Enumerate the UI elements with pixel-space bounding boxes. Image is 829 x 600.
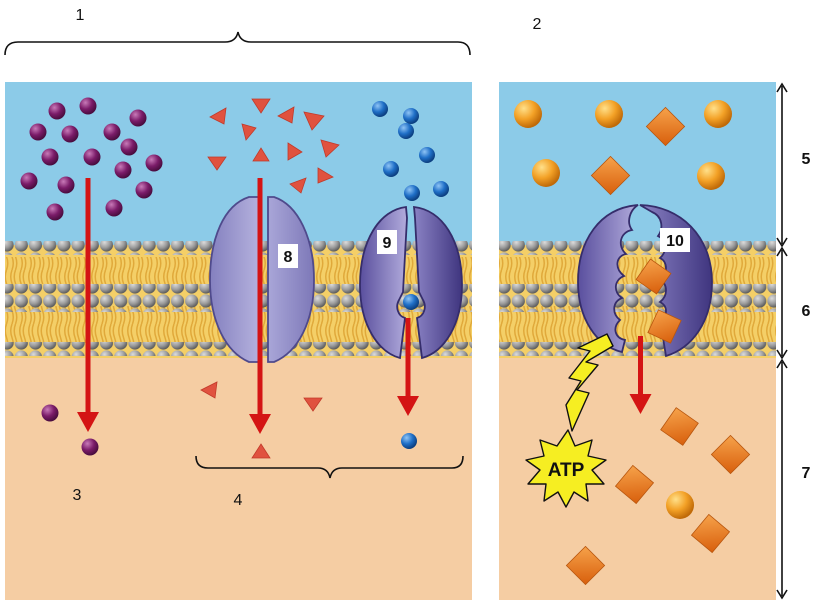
atp-burst-icon [525, 429, 607, 508]
label-10: 10 [666, 233, 684, 250]
orange-squares [565, 106, 751, 586]
label-10-box [660, 228, 690, 252]
label-4: 4 [234, 492, 243, 509]
blue-particles [372, 101, 449, 449]
label-8: 8 [284, 249, 293, 266]
label-2: 2 [533, 16, 542, 33]
lipid-bilayer-right [499, 241, 776, 358]
label-5: 5 [802, 151, 811, 168]
region-scale-arrows [776, 82, 788, 600]
label-9-box [377, 230, 397, 254]
cytoplasm-left [5, 358, 472, 600]
simple-diffusion-arrow [77, 178, 99, 432]
label-7: 7 [802, 465, 811, 482]
label-3: 3 [73, 487, 82, 504]
carrier-diffusion-arrow [397, 318, 419, 416]
energy-bolt-icon [565, 333, 614, 432]
label-9: 9 [383, 235, 392, 252]
channel-protein [209, 196, 315, 363]
active-transport-panel [499, 82, 776, 600]
atp-pump-protein [577, 204, 713, 358]
channel-diffusion-arrow [249, 178, 271, 434]
red-triangles [200, 98, 340, 459]
brace-label-4 [195, 455, 464, 479]
carrier-protein [359, 205, 463, 360]
purple-particles [20, 97, 163, 456]
label-6: 6 [802, 303, 811, 320]
label-8-box [278, 244, 298, 268]
active-transport-arrow [629, 336, 652, 414]
atp-label: ATP [548, 460, 585, 481]
orange-spheres [514, 100, 732, 519]
label-1: 1 [76, 7, 85, 24]
diffusion-arrows [77, 178, 652, 434]
brace-label-1 [4, 31, 471, 56]
